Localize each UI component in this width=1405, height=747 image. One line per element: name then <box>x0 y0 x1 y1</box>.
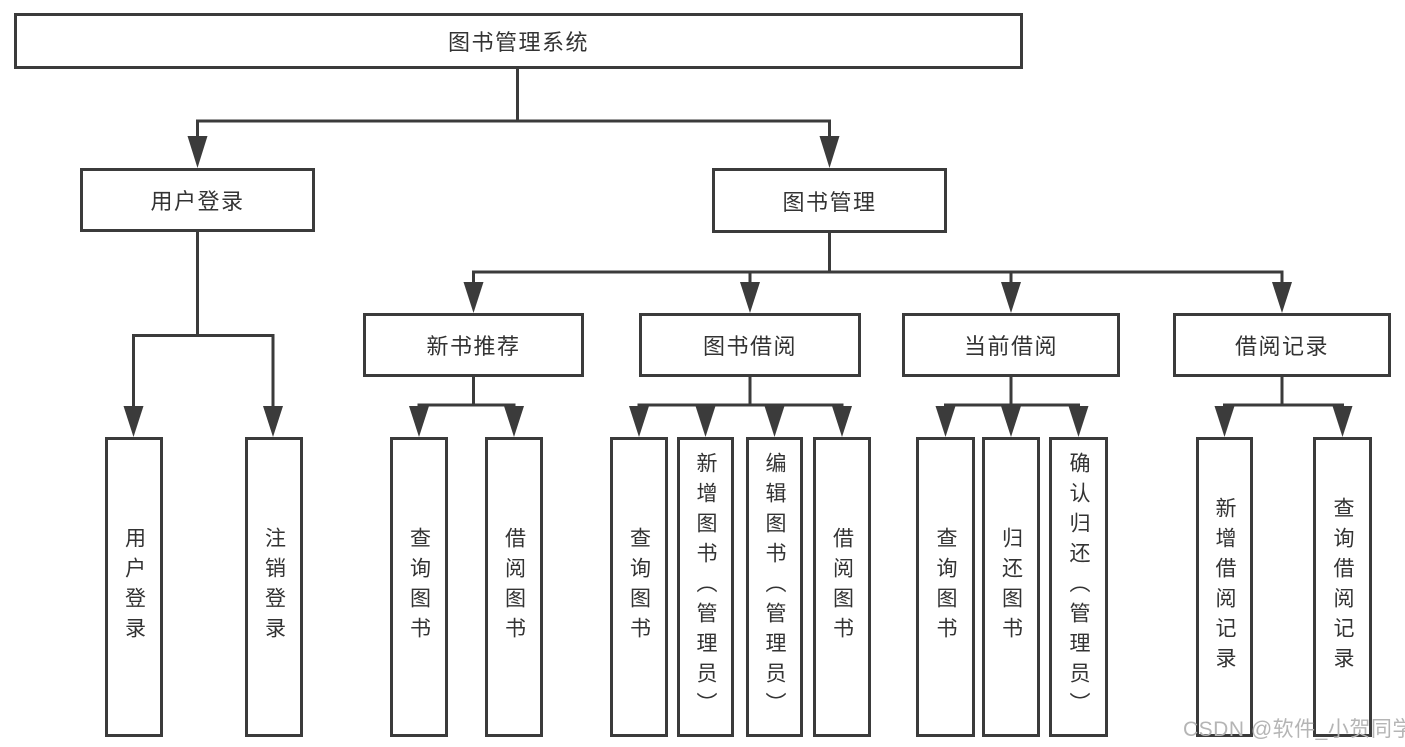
leaf-borrowing-edit-books-admin: 编辑图书（管理员） <box>746 437 803 737</box>
csdn-watermark: CSDN @软件_小贺同学 <box>1183 718 1405 741</box>
node-book-borrowing: 图书借阅 <box>639 313 861 377</box>
node-book-management: 图书管理 <box>712 168 947 233</box>
node-current-borrowing: 当前借阅 <box>902 313 1120 377</box>
node-library-system: 图书管理系统 <box>14 13 1023 69</box>
leaf-current-confirm-return-admin: 确认归还（管理员） <box>1049 437 1108 737</box>
leaf-current-query-books: 查询图书 <box>916 437 975 737</box>
leaf-newbook-borrow-books: 借阅图书 <box>485 437 543 737</box>
node-borrowing-records: 借阅记录 <box>1173 313 1391 377</box>
leaf-current-return-books: 归还图书 <box>982 437 1040 737</box>
leaf-records-query-record: 查询借阅记录 <box>1313 437 1372 737</box>
leaf-user-login: 用户登录 <box>105 437 163 737</box>
leaf-records-add-record: 新增借阅记录 <box>1196 437 1253 737</box>
leaf-newbook-query-books: 查询图书 <box>390 437 448 737</box>
leaf-borrowing-query-books: 查询图书 <box>610 437 668 737</box>
leaf-borrowing-add-books-admin: 新增图书（管理员） <box>677 437 734 737</box>
leaf-logout: 注销登录 <box>245 437 303 737</box>
leaf-borrowing-borrow-books: 借阅图书 <box>813 437 871 737</box>
node-new-book-recommend: 新书推荐 <box>363 313 584 377</box>
node-user-login: 用户登录 <box>80 168 315 232</box>
